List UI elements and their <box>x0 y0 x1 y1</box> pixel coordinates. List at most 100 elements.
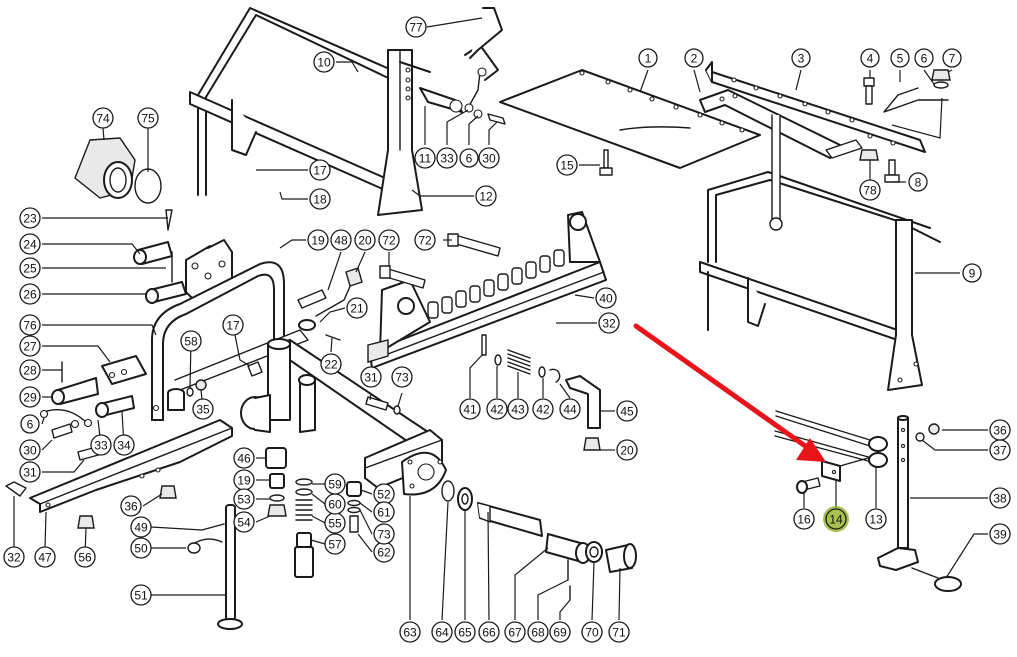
callout-label: 43 <box>511 403 525 417</box>
plate-part-1 <box>499 69 761 169</box>
callout-label: 69 <box>553 626 567 640</box>
callout-5: 5 <box>890 48 910 68</box>
callout-circle <box>192 398 214 420</box>
callout-label: 57 <box>328 538 342 552</box>
callout-label: 22 <box>324 358 338 372</box>
callout-label: 46 <box>237 452 251 466</box>
callout-label: 56 <box>78 551 92 565</box>
callout-72: 72 <box>378 229 400 251</box>
callout-label: 32 <box>602 317 616 331</box>
callout-76: 76 <box>19 314 41 336</box>
bar-part-47 <box>29 419 233 513</box>
callout-24: 24 <box>19 233 41 255</box>
callout-label: 3 <box>798 52 805 66</box>
callout-circle <box>684 48 704 68</box>
callout-53: 53 <box>233 488 255 510</box>
callout-circle <box>638 48 658 68</box>
callout-36: 36 <box>989 419 1011 441</box>
callout-68: 68 <box>527 621 549 643</box>
tine-assembly <box>774 410 962 592</box>
callout-29: 29 <box>19 386 41 408</box>
callout-circle <box>130 516 152 538</box>
callout-label: 48 <box>334 234 348 248</box>
callout-39: 39 <box>989 523 1011 545</box>
callout-label: 29 <box>23 391 37 405</box>
callout-label: 68 <box>531 626 545 640</box>
callout-circle <box>559 398 581 420</box>
callout-circle <box>414 229 436 251</box>
callout-label: 9 <box>969 267 976 281</box>
frame-part-12 <box>189 7 431 216</box>
callout-circle <box>595 287 617 309</box>
callout-73: 73 <box>373 523 395 545</box>
callout-circle <box>478 147 500 169</box>
callout-label: 30 <box>482 152 496 166</box>
callout-25: 25 <box>19 257 41 279</box>
callout-label: 40 <box>599 292 613 306</box>
callout-circle <box>20 414 40 434</box>
callout-label: 72 <box>418 234 432 248</box>
callout-circle <box>793 508 815 530</box>
callout-circle <box>865 508 887 530</box>
callout-label: 5 <box>897 52 904 66</box>
callout-label: 74 <box>96 112 110 126</box>
callout-44: 44 <box>559 398 581 420</box>
bushing-row <box>427 249 565 319</box>
callout-67: 67 <box>504 621 526 643</box>
callout-label: 50 <box>134 542 148 556</box>
callout-label: 7 <box>949 52 956 66</box>
callout-circle <box>989 523 1011 545</box>
callout-circle <box>989 487 1011 509</box>
callout-43: 43 <box>507 398 529 420</box>
callout-circle <box>19 283 41 305</box>
callout-label: 1 <box>645 52 652 66</box>
callout-label: 17 <box>226 319 240 333</box>
callout-49: 49 <box>130 516 152 538</box>
highlight-part-14 <box>823 506 849 532</box>
callout-circle <box>3 546 25 568</box>
callout-label: 54 <box>237 516 251 530</box>
callout-78: 78 <box>859 179 881 201</box>
callout-label: 59 <box>328 478 342 492</box>
callout-circle <box>313 51 335 73</box>
callout-16: 16 <box>793 508 815 530</box>
callout-6: 6 <box>459 148 479 168</box>
callout-label: 2 <box>691 52 698 66</box>
callout-label: 15 <box>560 159 574 173</box>
callout-circle <box>90 434 112 456</box>
callout-circle <box>324 493 346 515</box>
callout-32: 32 <box>598 312 620 334</box>
callout-circle <box>19 335 41 357</box>
callout-28: 28 <box>19 359 41 381</box>
callout-31: 31 <box>19 461 41 483</box>
callout-65: 65 <box>454 621 476 643</box>
callout-32: 32 <box>3 546 25 568</box>
callout-circle <box>309 188 331 210</box>
callout-label: 58 <box>184 335 198 349</box>
callout-circle <box>130 537 152 559</box>
parts-layer <box>5 7 962 630</box>
callout-66: 66 <box>478 621 500 643</box>
callout-label: 42 <box>490 403 504 417</box>
callout-56: 56 <box>74 546 96 568</box>
callout-label: 37 <box>993 444 1007 458</box>
callout-label: 26 <box>23 288 37 302</box>
callout-label: 73 <box>395 371 409 385</box>
callout-circle <box>360 366 382 388</box>
callout-circle <box>19 233 41 255</box>
callout-label: 73 <box>377 528 391 542</box>
callout-label: 35 <box>196 403 210 417</box>
callout-circle <box>859 179 881 201</box>
callout-label: 19 <box>237 474 251 488</box>
callout-label: 28 <box>23 364 37 378</box>
callout-label: 75 <box>141 112 155 126</box>
callout-label: 64 <box>435 626 449 640</box>
callout-circle <box>475 185 497 207</box>
callout-circle <box>378 229 400 251</box>
callout-33: 33 <box>436 147 458 169</box>
callout-label: 27 <box>23 340 37 354</box>
callout-42: 42 <box>532 398 554 420</box>
callout-label: 45 <box>620 405 634 419</box>
callout-64: 64 <box>431 621 453 643</box>
